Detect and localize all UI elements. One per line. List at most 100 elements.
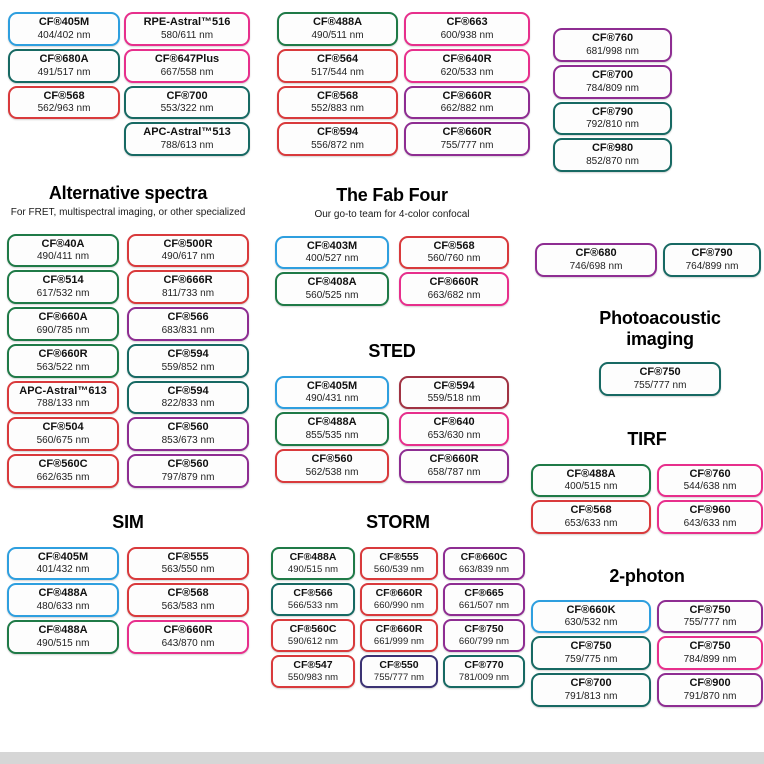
dye-name: CF®566 [167, 311, 209, 324]
dye-wavelengths: 491/517 nm [37, 66, 91, 78]
dye-name: CF®594 [316, 126, 359, 139]
dye-wavelengths: 792/810 nm [586, 119, 639, 131]
dye-wavelengths: 560/760 nm [427, 253, 481, 265]
section-fab-four: The Fab Four Our go-to team for 4-color … [272, 185, 512, 307]
dye-name: CF®660R [442, 126, 492, 139]
section-title-sted: STED [368, 341, 416, 361]
dye-wavelengths: 590/612 nm [287, 636, 339, 648]
dye-wavelengths: 681/998 nm [586, 45, 639, 57]
dye-wavelengths: 560/675 nm [36, 435, 90, 447]
dye-wavelengths: 683/831 nm [161, 324, 215, 336]
dye-name: CF®405M [38, 16, 90, 28]
dye-name: CF®760 [591, 32, 634, 44]
dye-name: CF®405M [37, 550, 89, 563]
dye-wavelengths: 490/617 nm [161, 251, 215, 263]
section-subtitle-fab-four: Our go-to team for 4-color confocal [314, 208, 470, 220]
dye-name: CF®488A [566, 467, 616, 480]
dye-name: CF®700 [570, 677, 612, 690]
dye-name: CF®750 [689, 640, 731, 653]
section-title-two-photon: 2-photon [609, 566, 685, 586]
dye-wavelengths: 620/533 nm [440, 66, 494, 78]
section-title-fab-four: The Fab Four [336, 185, 448, 205]
dye-name: CF®504 [42, 421, 84, 434]
dye-name: CF®680A [39, 52, 89, 65]
dye-wavelengths: 490/411 nm [36, 251, 90, 263]
dye-name: CF®488A [289, 550, 337, 563]
dye-name: CF®660A [38, 311, 88, 324]
dye-wavelengths: 791/813 nm [564, 690, 618, 702]
dye-wavelengths: 580/611 nm [160, 29, 214, 41]
dye-name: CF®594 [167, 384, 209, 397]
dye-name: CF®660R [163, 624, 213, 637]
dye-wavelengths: 600/938 nm [440, 29, 494, 41]
dye-name: CF®568 [43, 89, 85, 102]
dye-wavelengths: 560/525 nm [305, 290, 359, 302]
dye-wavelengths: 490/515 nm [36, 637, 90, 649]
dye-name: CF®660R [375, 622, 423, 635]
dye-name: CF®547 [293, 658, 333, 671]
dye-name: CF®660K [566, 603, 616, 616]
dye-wavelengths: 552/883 nm [311, 103, 364, 115]
dye-name: CF®488A [38, 624, 88, 637]
dye-name: CF®680 [575, 247, 617, 259]
dye-name: CF®750 [689, 603, 731, 616]
dye-wavelengths: 643/870 nm [161, 637, 215, 649]
section-title-photoacoustic-imaging: Photoacoustic imaging [599, 308, 721, 349]
dye-name: CF®488A [312, 16, 363, 28]
dye-wavelengths: 653/630 nm [427, 430, 481, 442]
dye-name: APC-Astral™613 [19, 384, 107, 397]
dye-wavelengths: 559/518 nm [427, 393, 481, 405]
dye-wavelengths: 562/963 nm [37, 103, 91, 115]
dye-wavelengths: 658/787 nm [427, 466, 481, 478]
dye-name: CF®640R [442, 52, 492, 65]
dye-name: CF®560 [167, 421, 209, 434]
dye-wavelengths: 553/322 nm [160, 103, 214, 115]
dye-wavelengths: 663/839 nm [458, 564, 510, 576]
dye-wavelengths: 660/799 nm [458, 636, 510, 648]
dye-name: CF®660R [429, 453, 479, 466]
dye-name: CF®568 [167, 587, 209, 600]
